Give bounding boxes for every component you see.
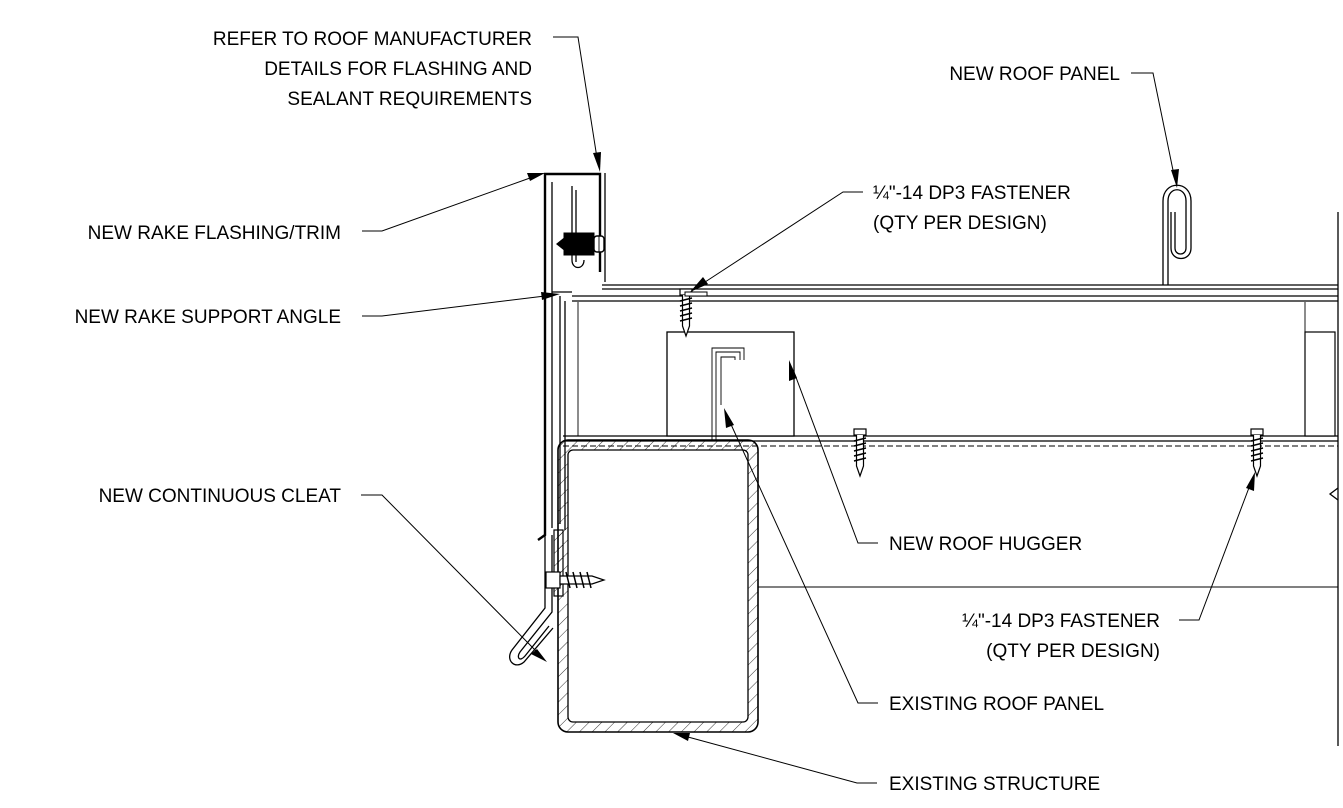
label-existing-structure: EXISTING STRUCTURE <box>889 774 1100 795</box>
label-roof-hugger: NEW ROOF HUGGER <box>889 534 1082 555</box>
new-rake-support-angle <box>559 296 566 530</box>
label-refer-line2: DETAILS FOR FLASHING AND <box>264 59 532 80</box>
label-fastener-top-line2: (QTY PER DESIGN) <box>873 213 1047 234</box>
label-rake-support-angle: NEW RAKE SUPPORT ANGLE <box>75 307 341 328</box>
label-fastener-top-line1: ¼"-14 DP3 FASTENER <box>873 183 1071 204</box>
new-rake-flashing <box>537 172 606 541</box>
new-roof-hugger <box>577 302 1336 440</box>
label-refer-line3: SEALANT REQUIREMENTS <box>287 89 532 110</box>
label-existing-roof-panel: EXISTING ROOF PANEL <box>889 694 1104 715</box>
label-refer-line1: REFER TO ROOF MANUFACTURER <box>213 29 532 50</box>
label-fastener-bottom-line1: ¼"-14 DP3 FASTENER <box>962 611 1160 632</box>
label-fastener-bottom-line2: (QTY PER DESIGN) <box>986 641 1160 662</box>
label-new-roof-panel: NEW ROOF PANEL <box>949 64 1120 85</box>
leaders <box>361 36 1255 784</box>
label-continuous-cleat: NEW CONTINUOUS CLEAT <box>99 486 342 507</box>
new-continuous-cleat <box>509 529 606 666</box>
label-rake-flashing: NEW RAKE FLASHING/TRIM <box>88 223 341 244</box>
existing-structure-tube <box>557 439 759 733</box>
